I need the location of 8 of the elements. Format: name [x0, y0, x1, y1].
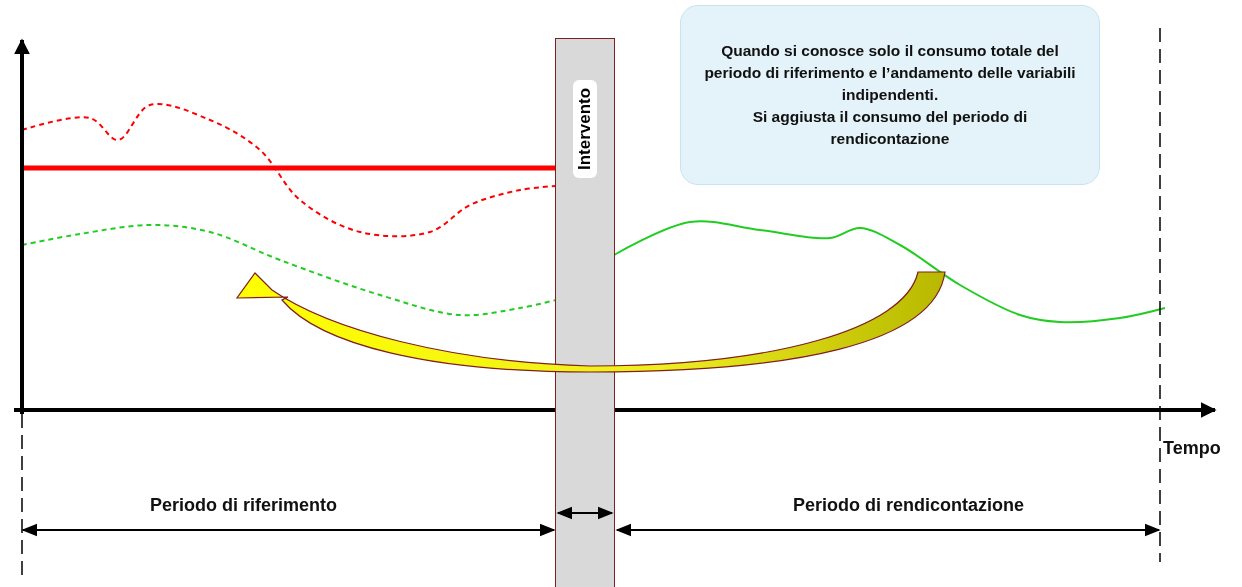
note-text: Quando si conosce solo il consumo totale del periodo di riferimento e l’andamento delle variabili indipendenti. [703, 41, 1077, 105]
axis-label: Tempo [1163, 438, 1221, 459]
intervention-band [555, 38, 615, 587]
period-label: Periodo di riferimento [150, 495, 338, 516]
note-box [680, 5, 1100, 185]
period-label: Periodo di rendicontazione [793, 495, 1025, 516]
note-text: Si aggiusta il consumo del periodo di rendicontazione [751, 107, 1029, 149]
intervention-label: Intervento [573, 79, 597, 179]
